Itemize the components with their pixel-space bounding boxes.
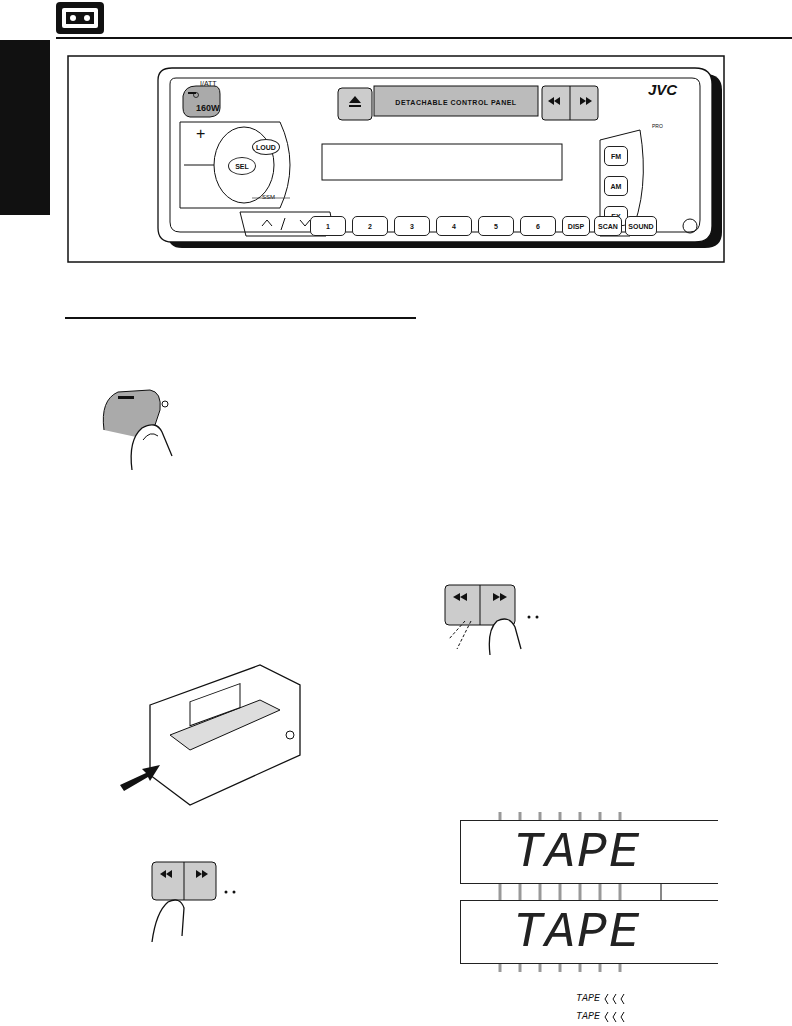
button-text: DISP	[568, 223, 584, 230]
button: FM	[604, 146, 628, 166]
button: 1	[310, 216, 346, 236]
button-text: LOUD	[256, 144, 276, 151]
button-text: SOUND	[628, 223, 653, 230]
display-text: TAPE	[513, 904, 641, 961]
button-text: FM	[611, 153, 621, 160]
button: DISP	[562, 216, 590, 236]
button: 6	[520, 216, 556, 236]
button: AM	[604, 176, 628, 196]
button-text: 2	[368, 223, 372, 230]
label: PRO	[652, 124, 663, 129]
button-text: SCAN	[598, 223, 618, 230]
button: 2	[352, 216, 388, 236]
label: TAPE	[576, 994, 600, 1004]
button-text: AM	[611, 183, 622, 190]
button: SCAN	[594, 216, 622, 236]
panel-label: DETACHABLE CONTROL PANEL	[378, 95, 534, 109]
button-text: 4	[452, 223, 456, 230]
display-text: TAPE	[513, 824, 641, 881]
button: SOUND	[625, 216, 657, 236]
label: SSM	[262, 194, 275, 200]
button: 3	[394, 216, 430, 236]
button-text: DETACHABLE CONTROL PANEL	[395, 99, 516, 106]
label: JVC	[648, 82, 677, 97]
button: LOUD	[252, 139, 280, 155]
label: TAPE	[576, 1012, 600, 1022]
label: I/ATT	[200, 80, 217, 87]
button-text: 6	[536, 223, 540, 230]
lcd-display: TAPE	[460, 900, 718, 964]
button: 4	[436, 216, 472, 236]
button: SEL	[228, 157, 256, 175]
button-text: SEL	[235, 163, 249, 170]
button-text: 3	[410, 223, 414, 230]
button-text: 1	[326, 223, 330, 230]
label: 160W	[196, 104, 220, 113]
button-text: 5	[494, 223, 498, 230]
label: +	[196, 126, 205, 142]
button: 5	[478, 216, 514, 236]
lcd-display: TAPE	[460, 820, 718, 884]
